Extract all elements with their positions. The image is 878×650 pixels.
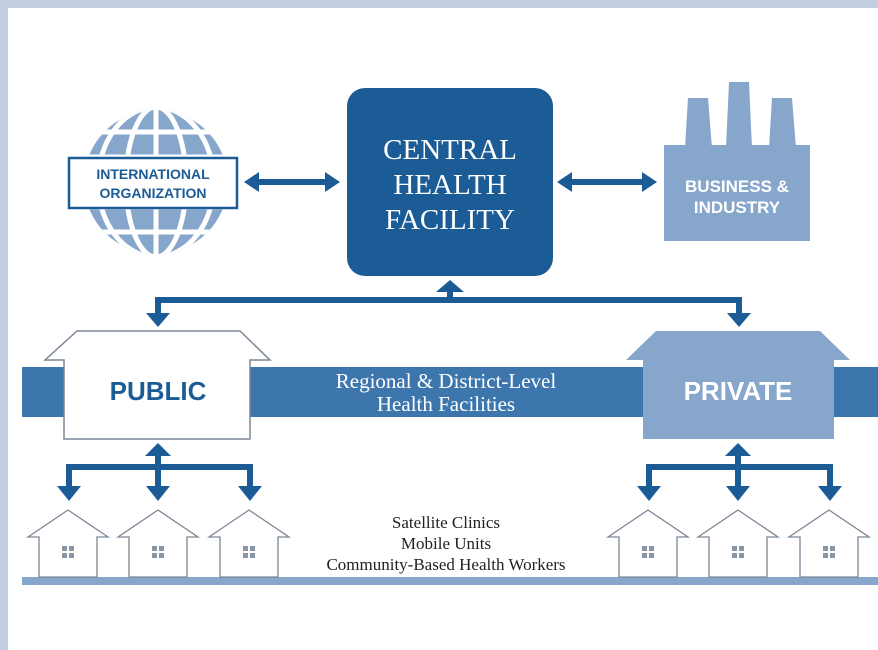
central-label-line1: CENTRAL bbox=[383, 134, 517, 166]
international-label-line2: ORGANIZATION bbox=[99, 185, 206, 201]
central-health-facility-box bbox=[347, 88, 553, 276]
central-label-line2: HEALTH bbox=[393, 169, 506, 201]
business-label-line1: BUSINESS & bbox=[685, 177, 789, 196]
local-label-line2: Mobile Units bbox=[401, 534, 491, 553]
double-arrow-icon bbox=[244, 172, 340, 192]
factory-icon bbox=[664, 82, 810, 241]
double-arrow-icon bbox=[557, 172, 657, 192]
regional-label-line1: Regional & District-Level bbox=[336, 369, 557, 393]
ground-line bbox=[22, 577, 878, 585]
local-label-line3: Community-Based Health Workers bbox=[326, 555, 565, 574]
public-label: PUBLIC bbox=[110, 376, 207, 406]
regional-label-line2: Health Facilities bbox=[377, 392, 515, 416]
international-label-line1: INTERNATIONAL bbox=[96, 166, 210, 182]
central-branch-arrows bbox=[146, 280, 751, 327]
private-distribution-arrows bbox=[637, 443, 842, 501]
public-building bbox=[43, 330, 272, 440]
international-organization-box bbox=[67, 156, 239, 210]
private-label: PRIVATE bbox=[684, 376, 793, 406]
central-label-line3: FACILITY bbox=[385, 204, 515, 236]
private-building bbox=[626, 331, 850, 439]
business-label-line2: INDUSTRY bbox=[694, 198, 781, 217]
local-label-line1: Satellite Clinics bbox=[392, 513, 500, 532]
public-distribution-arrows bbox=[57, 443, 262, 501]
